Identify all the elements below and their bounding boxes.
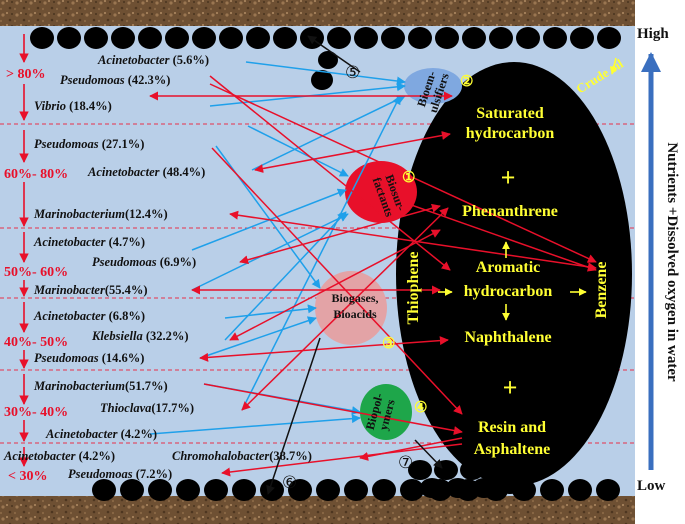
yellow-arrows <box>438 57 618 321</box>
organism-label: Marinobacterium(12.4%) <box>33 207 168 221</box>
oil-droplet <box>273 27 297 49</box>
oil-droplet <box>596 479 620 501</box>
oil-droplet <box>597 27 621 49</box>
oil-droplet <box>327 27 351 49</box>
organism-label: Chromohalobacter(38.7%) <box>172 449 312 463</box>
oil-droplet <box>138 27 162 49</box>
oil-droplet <box>381 27 405 49</box>
oil-droplet <box>204 479 228 501</box>
oil-droplet <box>92 479 116 501</box>
plus-sign: + <box>501 163 516 192</box>
oil-droplet <box>540 479 564 501</box>
oil-droplet <box>288 479 312 501</box>
scale-low-label: Low <box>637 478 666 494</box>
oil-droplet <box>176 479 200 501</box>
oil-droplet <box>570 27 594 49</box>
bioemulsifiers-number: ② <box>460 74 473 90</box>
organism-label: Acinetobacter (4.7%) <box>33 235 145 249</box>
oil-droplet <box>408 27 432 49</box>
oil-droplet <box>400 479 424 501</box>
scale-high-label: High <box>637 26 669 42</box>
band-label-60-80: 60%- 80% <box>4 167 68 182</box>
marker-7: ⑦ <box>398 453 413 473</box>
oil-droplet <box>246 27 270 49</box>
marker-6: ⑥ <box>282 473 297 493</box>
plus-sign-lower: + <box>503 373 518 402</box>
organism-label: Pseudomoas (42.3%) <box>60 73 170 87</box>
bottom-sediment <box>0 496 635 524</box>
benzene-label: Benzene <box>593 262 610 319</box>
organism-label: Acinetobacter (4.2%) <box>45 427 157 441</box>
band-label-40-50: 40%- 50% <box>4 335 68 350</box>
biogases-number: ③ <box>382 336 395 352</box>
band-label-gt80: > 80% <box>6 67 45 82</box>
biosurfactants-label: Biosur-factants <box>370 171 409 219</box>
naphthalene-label: Naphthalene <box>464 329 551 346</box>
phenanthrene-label: Phenanthrene <box>462 203 558 220</box>
oil-droplet <box>192 27 216 49</box>
organism-label: Pseudomoas (7.2%) <box>68 467 172 481</box>
oil-droplet <box>111 27 135 49</box>
oil-droplet <box>462 27 486 49</box>
oil-droplet <box>30 27 54 49</box>
band-label-50-60: 50%- 60% <box>4 265 68 280</box>
band-label-30-40: 30%- 40% <box>4 405 68 420</box>
organism-label: Marinobacterium(51.7%) <box>33 379 168 393</box>
organism-labels: Acinetobacter (5.6%) Pseudomoas (42.3%) … <box>3 53 312 481</box>
organism-label: Marinobacter(55.4%) <box>33 283 148 297</box>
oil-droplet <box>120 479 144 501</box>
biopolymers-number: ④ <box>414 400 427 416</box>
organism-label: Pseudomoas (27.1%) <box>34 137 144 151</box>
organism-label: Klebsiella (32.2%) <box>91 329 189 343</box>
biogases-label: Biogases,Bioacids <box>331 291 378 321</box>
oil-droplet <box>148 479 172 501</box>
organism-label: Vibrio (18.4%) <box>34 99 112 113</box>
oil-droplet <box>165 27 189 49</box>
oil-droplet <box>516 27 540 49</box>
oil-droplet <box>372 479 396 501</box>
marker-5: ⑤ <box>345 63 360 83</box>
oil-droplet <box>543 27 567 49</box>
organism-label: Acinetobacter (48.4%) <box>87 165 205 179</box>
oil-droplet <box>354 27 378 49</box>
oil-droplet <box>568 479 592 501</box>
cluster-droplets <box>311 51 522 498</box>
nutrient-axis-label: Nutrients +Dissolved oxygen in water <box>664 142 680 382</box>
organism-label: Acinetobacter (4.2%) <box>3 449 115 463</box>
organism-label: Pseudomoas (6.9%) <box>92 255 196 269</box>
thiophene-label: Thiophene <box>405 252 422 325</box>
oil-droplet <box>435 27 459 49</box>
top-sediment <box>0 0 635 26</box>
oil-droplet <box>489 27 513 49</box>
organism-label: Pseudomoas (14.6%) <box>34 351 144 365</box>
organism-label: Thioclava(17.7%) <box>100 401 194 415</box>
oil-droplet <box>84 27 108 49</box>
biosurfactants-number: ① <box>402 170 415 186</box>
oil-droplet <box>57 27 81 49</box>
oil-droplet <box>316 479 340 501</box>
band-label-lt30: < 30% <box>8 469 47 484</box>
black-arrows <box>266 35 443 495</box>
oil-droplet <box>232 479 256 501</box>
oil-droplet <box>344 479 368 501</box>
oil-droplet <box>219 27 243 49</box>
red-arrows <box>149 75 597 477</box>
scale-panel <box>635 0 685 524</box>
organism-label: Acinetobacter (6.8%) <box>33 309 145 323</box>
organism-label: Acinetobacter (5.6%) <box>97 53 209 67</box>
oil-blob <box>396 62 632 486</box>
